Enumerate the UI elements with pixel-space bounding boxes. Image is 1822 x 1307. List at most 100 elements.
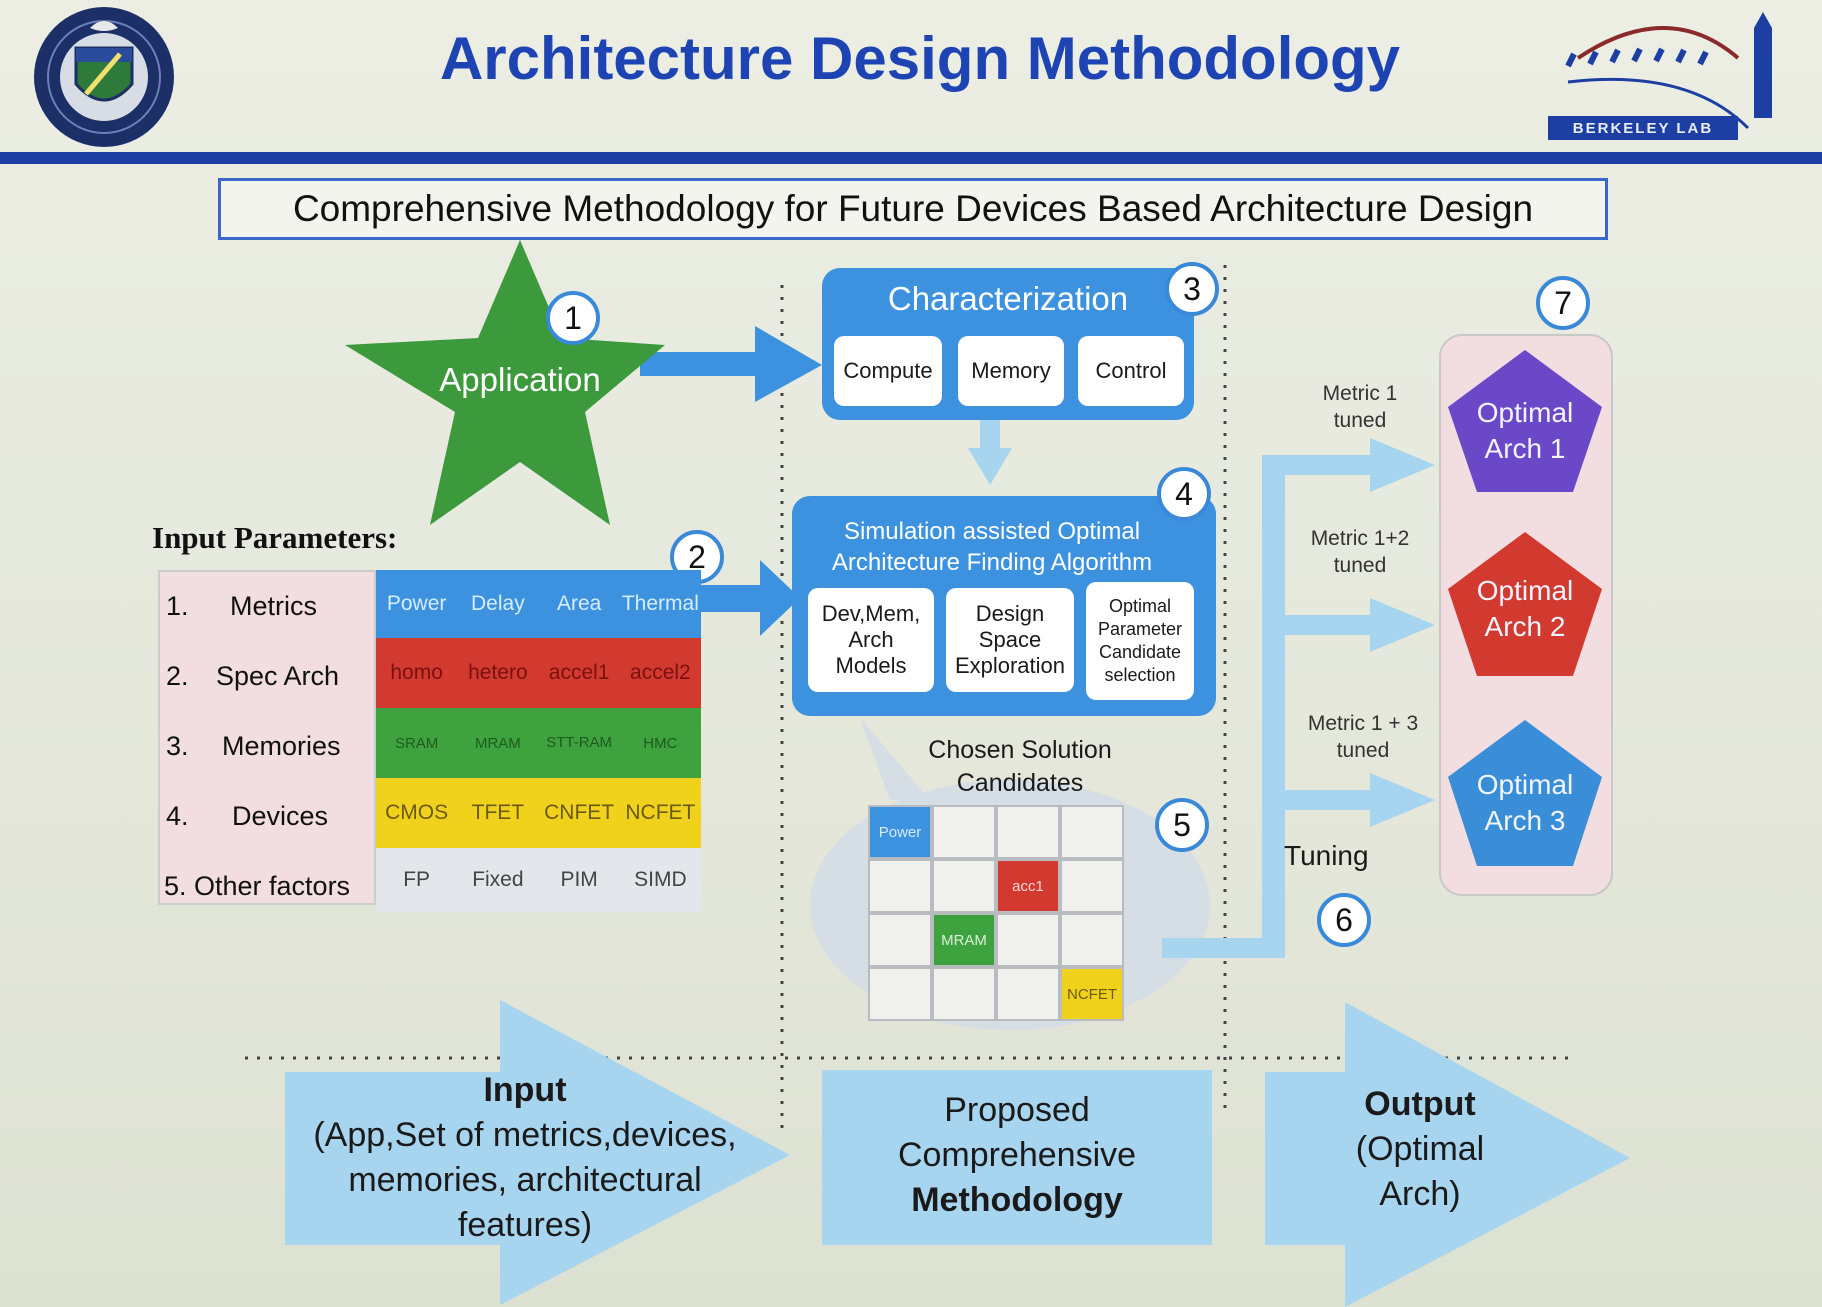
devices-row: CMOS TFET CNFET NCFET [376,778,701,848]
other-factor-cell: Fixed [472,868,524,891]
memory-cell: HMC [643,734,678,752]
input-summary-line: features) [457,1206,593,1244]
tuning-arrow-3 [1285,773,1435,827]
param-label: Metrics [230,590,317,621]
card-line: Space [978,627,1042,652]
app-to-characterization-arrow [640,326,822,402]
card-line: Parameter [1097,619,1183,639]
slide-title: Architecture Design Methodology [439,24,1401,92]
optimal-arch-3-label: Optimal Arch 3 [1455,767,1595,839]
metrics-row: Power Delay Area Thermal [376,570,701,638]
param-label: Memories [222,730,341,761]
arch-line: Optimal [1476,397,1574,428]
characterization-down-arrow [968,418,1012,485]
card-line: Optimal [1108,596,1171,616]
design-space-exploration-card: Design Space Exploration [946,588,1074,692]
tuning-label: Tuning [1284,840,1369,871]
characterization-panel: Characterization Compute Memory Control [822,268,1194,420]
input-summary-text: Input (App,Set of metrics,devices, memor… [290,1068,760,1248]
arch-line: Optimal [1476,575,1574,606]
param-row-4: 4. Devices [166,794,328,838]
spec-arch-cell: accel2 [630,661,691,684]
tuning-connector [1162,455,1285,958]
candidates-grid: Power acc1 MRAM NCFET [868,805,1124,1021]
metric-1-2-tuned-label: Metric 1+2 tuned [1295,525,1425,579]
param-num: 3. [166,730,189,761]
memory-cell: SRAM [394,734,439,752]
arch-line: Arch 1 [1484,433,1566,464]
application-label: Application [439,361,601,398]
simulation-title-line-1: Simulation assisted Optimal [843,518,1141,545]
other-factor-cell: FP [403,868,431,891]
card-line: selection [1104,665,1176,685]
subtitle-box: Comprehensive Methodology for Future Dev… [218,178,1608,240]
candidate-ncfet-cell: NCFET [1062,969,1122,1019]
spec-arch-cell: accel1 [548,661,610,684]
candidates-label: Chosen Solution Candidates [900,734,1140,800]
memory-card: Memory [958,336,1064,406]
memories-row: SRAM MRAM STT-RAM HMC [376,708,701,778]
step-badge-5: 5 [1155,798,1209,852]
simulation-title: Simulation assisted Optimal Architecture… [792,516,1192,578]
param-num: 4. [166,800,189,831]
step-badge-1: 1 [546,291,600,345]
parameter-values-grid: Power Delay Area Thermal homo hetero acc… [376,570,701,912]
metric-line: Metric 1 [1322,382,1398,405]
card-line: Candidate [1098,642,1182,662]
param-num: 5. [164,870,187,901]
candidates-label-line-1: Chosen Solution [928,736,1112,764]
optimal-arch-3-pentagon [1448,720,1602,866]
input-summary-line: (App,Set of metrics,devices, [313,1116,737,1154]
tuning-arrow-1 [1285,438,1435,492]
output-summary-title: Output [1364,1085,1476,1123]
device-cell: CMOS [385,801,449,824]
card-line: Exploration [954,653,1066,678]
param-row-2: 2. Spec Arch [166,654,339,698]
method-summary-line: Comprehensive [897,1136,1137,1174]
candidate-acc1-cell: acc1 [998,861,1058,911]
step-badge-6: 6 [1317,893,1371,947]
param-row-5: 5. Other factors [164,864,350,908]
arch-line: Arch 2 [1484,611,1566,642]
doe-seal-logo [34,7,174,147]
metric-1-tuned-label: Metric 1 tuned [1300,380,1420,434]
params-to-simulation-arrow [700,560,800,636]
step-badge-4: 4 [1157,467,1211,521]
output-big-arrow [1265,1002,1630,1307]
other-factors-row: FP Fixed PIM SIMD [376,848,701,912]
card-line: Models [835,653,907,678]
param-label: Devices [232,800,329,831]
input-summary-title: Input [483,1071,567,1109]
application-star [345,240,665,525]
metric-line: Metric 1+2 [1310,527,1410,550]
input-summary-line: memories, architectural [348,1161,702,1199]
param-label: Spec Arch [216,660,340,691]
param-row-1: 1. Metrics [166,584,317,628]
device-cell: CNFET [544,801,615,824]
card-line: Dev,Mem, [821,601,921,626]
metric-line: Metric 1 + 3 [1307,712,1419,735]
metric-line: tuned [1333,409,1387,432]
optimal-arch-2-label: Optimal Arch 2 [1455,573,1595,645]
input-parameters-heading: Input Parameters: [152,520,398,555]
output-summary-line: Arch) [1379,1175,1461,1213]
step-badge-7: 7 [1536,276,1590,330]
optimal-arch-1-pentagon [1448,350,1602,492]
param-num: 1. [166,590,189,621]
metric-line: tuned [1336,739,1390,762]
metric-line: tuned [1333,554,1387,577]
memory-cell: STT-RAM [546,734,613,751]
method-summary-line: Proposed [944,1091,1090,1129]
device-cell: NCFET [625,801,696,824]
simulation-title-line-2: Architecture Finding Algorithm [831,549,1153,576]
candidate-power-cell: Power [870,807,930,857]
metric-cell: Delay [471,592,525,615]
compute-card: Compute [834,336,942,406]
method-summary-text: Proposed Comprehensive Methodology [822,1088,1212,1223]
berkeley-lab-logo: BERKELEY LAB [1548,8,1788,148]
parameter-labels-panel: 1. Metrics 2. Spec Arch 3. Memories 4. D… [158,570,376,905]
param-row-3: 3. Memories [166,724,341,768]
callout-tail [860,718,930,800]
characterization-title: Characterization [887,280,1129,317]
berkeley-lab-mark-icon [1565,12,1772,130]
